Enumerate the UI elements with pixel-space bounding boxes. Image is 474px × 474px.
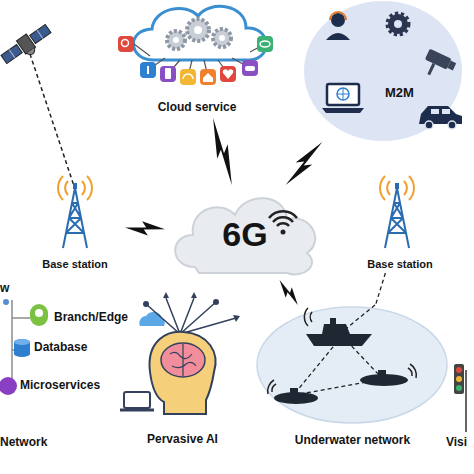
base-station-node: Base station — [25, 178, 125, 273]
node-label: 6G — [165, 215, 325, 254]
lightning-bolt — [280, 280, 298, 305]
satellite-icon — [0, 22, 55, 69]
node-outline — [303, 0, 463, 142]
m2m-circle: M2M — [303, 0, 463, 142]
base-station-node: Base station — [345, 178, 455, 273]
pervasive-ai-illustration — [120, 292, 240, 414]
signal-icon — [454, 364, 466, 432]
node-label: M2M — [385, 86, 425, 101]
lightning-bolt — [125, 221, 165, 235]
lightning-bolt — [286, 142, 323, 185]
tower-icon — [58, 176, 92, 248]
satellite-link — [30, 54, 74, 186]
text-label: Microservices — [20, 379, 100, 393]
text-label: Visi — [446, 436, 467, 450]
node-label: Pervasive AI — [115, 433, 250, 447]
underwater-network-ellipse: Underwater network — [255, 305, 450, 455]
cloud-service-node: Cloud service — [112, 2, 282, 118]
node-label: Base station — [25, 258, 125, 271]
dashed-link — [376, 273, 386, 305]
node-label: Underwater network — [255, 434, 450, 448]
node-label: Cloud service — [112, 101, 282, 115]
tower-icon — [380, 176, 414, 248]
text-label: Network — [0, 436, 47, 450]
lightning-bolt — [213, 118, 232, 185]
pervasive-ai-node: Pervasive AI — [115, 292, 250, 452]
text-label: w — [0, 282, 9, 296]
node-outline — [255, 305, 450, 455]
network-cloud: 6G — [165, 185, 325, 280]
node-label: Base station — [345, 258, 455, 271]
text-label: Database — [34, 341, 87, 355]
text-label: Branch/Edge — [54, 311, 128, 325]
